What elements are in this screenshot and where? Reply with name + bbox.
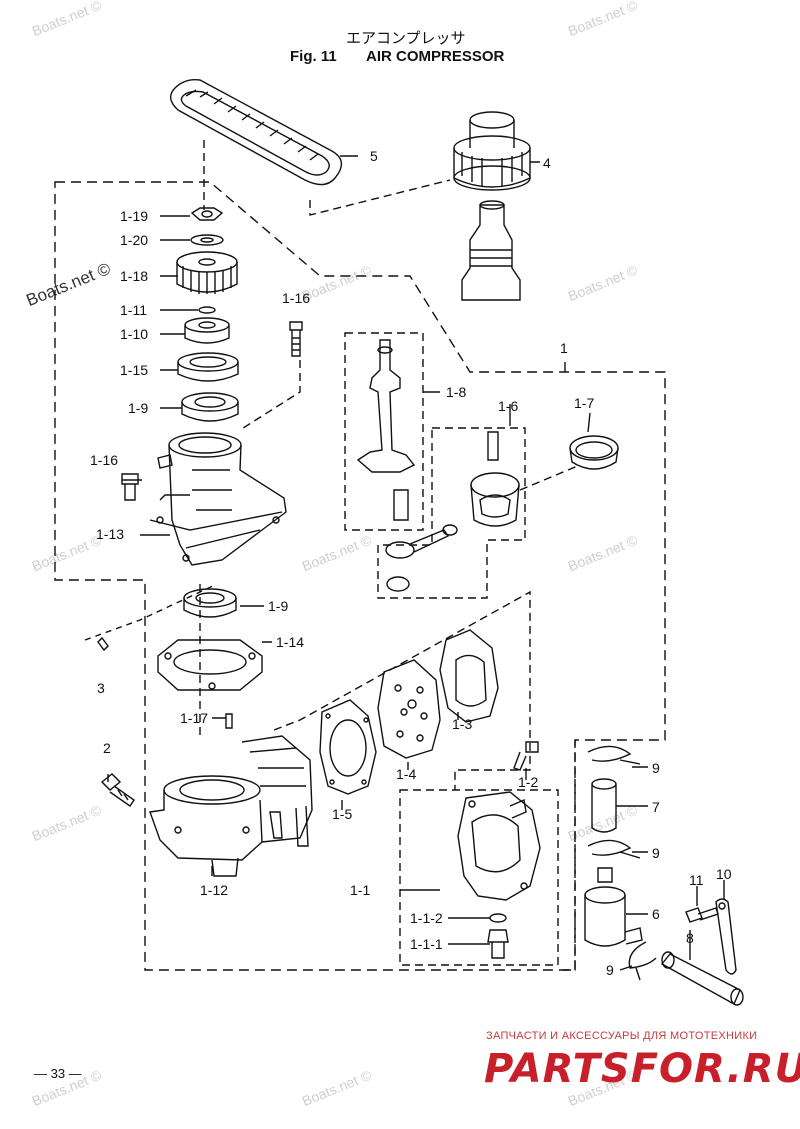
label-1-2: 1-2 [518,774,539,790]
timing-belt-part-5 [170,78,343,186]
label-1-19: 1-19 [120,208,149,224]
gasket-part-1-5 [319,699,377,795]
figure-title: AIR COMPRESSOR [366,48,505,65]
dowel-part-3 [97,636,109,652]
cylinder-part-1-12 [149,735,313,877]
crankshaft-part-1-8 [356,339,416,521]
label-1-17: 1-17 [180,710,209,726]
cylinder-head-group-outline [399,789,559,966]
washer-part-1-20 [190,234,224,246]
seal-part-1-15 [177,352,239,382]
drive-shaft [461,200,521,301]
pin-part-1-17 [225,713,233,729]
label-9-mid: 9 [652,845,660,861]
gear-part-1-18 [176,251,238,294]
clamp-part-9-top [587,745,641,765]
strap-part-10 [715,898,737,975]
clamp-part-9-bottom [628,941,657,981]
label-6: 6 [652,906,660,922]
assembly-1-outline [54,181,666,971]
label-1-7: 1-7 [574,395,595,411]
label-1-14: 1-14 [276,634,305,650]
label-1-8: 1-8 [446,384,467,400]
label-9-top: 9 [652,760,660,776]
label-1-12: 1-12 [200,882,229,898]
label-1-1-2: 1-1-2 [410,910,443,926]
fitting-part-1-1-1 [487,929,509,959]
label-5: 5 [370,148,378,164]
filter-part-6 [584,867,643,947]
page-number: — 33 — [34,1066,82,1081]
housing-part-1-13 [149,432,287,566]
cylinder-head-part-1-1 [457,791,541,901]
hose-part-8 [660,951,744,1006]
bolt-part-11 [685,907,719,923]
label-1-16-top: 1-16 [282,290,311,306]
label-1-4: 1-4 [396,766,417,782]
label-10: 10 [716,866,732,882]
label-1: 1 [560,340,568,356]
bolt-part-1-2 [513,741,539,771]
label-9-bottom: 9 [606,962,614,978]
label-1-11: 1-11 [120,302,147,318]
piston-pin [487,431,499,461]
label-7: 7 [652,799,660,815]
label-1-20: 1-20 [120,232,149,248]
tube-part-7 [591,778,617,833]
shop-brand-logo: PARTSFOR.RU [484,1046,800,1092]
label-4: 4 [543,155,551,171]
label-3: 3 [97,680,105,696]
label-1-15: 1-15 [120,362,149,378]
label-1-3: 1-3 [452,716,473,732]
label-1-9-upper: 1-9 [128,400,149,416]
bearing-part-1-9-lower [183,588,237,618]
crank-group-outline [344,332,424,531]
label-1-13: 1-13 [96,526,125,542]
label-1-9-lower: 1-9 [268,598,289,614]
connecting-rod [385,524,458,592]
piston-ring-part-1-7 [569,435,619,470]
label-8: 8 [686,930,694,946]
label-2: 2 [103,740,111,756]
piston-group-outline [377,427,526,599]
label-11: 11 [689,872,704,888]
label-1-5: 1-5 [332,806,353,822]
label-1-16-left: 1-16 [90,452,119,468]
figure-number: Fig. 11 [290,48,337,65]
valve-plate-part-1-4 [377,659,441,759]
nut-part-1-19 [190,207,224,221]
clamp-part-9-mid [587,839,641,859]
pulley-part-4 [453,111,531,191]
label-1-10: 1-10 [120,326,149,342]
label-1-1: 1-1 [350,882,371,898]
label-1-1-1: 1-1-1 [410,936,443,952]
shop-tagline: ЗАПЧАСТИ И АКСЕССУАРЫ ДЛЯ МОТОТЕХНИКИ [486,1030,758,1042]
piston-part-1-6 [470,472,520,527]
bolt-part-1-16-left [121,473,139,501]
head-gasket-part-1-3 [439,629,499,723]
label-1-18: 1-18 [120,268,149,284]
bolt-part-2 [100,773,135,807]
japanese-title: エアコンプレッサ [346,29,466,47]
label-1-6: 1-6 [498,398,519,414]
bolt-part-1-16-top [289,321,303,357]
gasket-part-1-14 [157,639,263,691]
bearing-part-1-9-upper [181,392,239,422]
ring-part-1-11 [198,306,216,314]
washer-part-1-1-2 [489,913,507,923]
collar-part-1-10 [184,317,230,344]
